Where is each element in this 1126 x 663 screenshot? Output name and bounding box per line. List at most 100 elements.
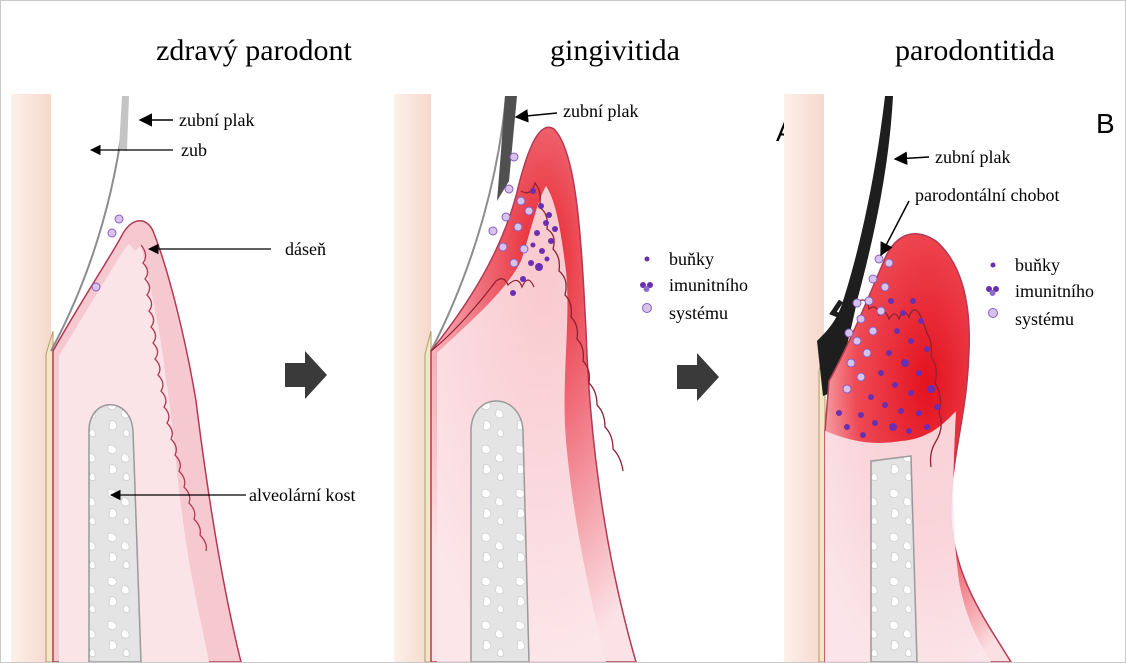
immune-cell <box>520 276 526 282</box>
immune-cell <box>901 359 909 367</box>
tooth-root <box>425 331 431 662</box>
immune-cell <box>539 248 545 254</box>
legend-line-3: systému <box>1015 309 1074 329</box>
immune-cell <box>894 328 900 334</box>
immune-cell-ring-icon <box>989 309 998 318</box>
immune-cell <box>906 428 912 434</box>
label-bone: alveolární kost <box>249 485 355 505</box>
immune-cell <box>888 298 894 304</box>
immune-cell <box>525 207 533 215</box>
right-arrow-icon <box>285 351 327 399</box>
label-plaque: zubní plak <box>935 147 1010 167</box>
immune-cell <box>535 263 543 271</box>
immune-cell <box>908 338 914 344</box>
immune-cell <box>934 404 940 410</box>
immune-cell <box>510 290 516 296</box>
immune-cell <box>882 402 888 408</box>
immune-cell <box>548 238 554 244</box>
immune-cell <box>115 215 123 223</box>
immune-cell-cluster-icon <box>986 286 999 296</box>
immune-cell <box>878 370 884 376</box>
immune-cell <box>538 203 544 209</box>
immune-cell <box>108 229 116 237</box>
label-plaque: zubní plak <box>179 110 254 130</box>
immune-cell <box>514 223 522 231</box>
immune-cell <box>869 275 877 283</box>
cheek-tissue <box>11 94 51 662</box>
panel-gingivitis: gingivitida A zubní plak buňky imunitníh… <box>394 34 795 662</box>
immune-cell <box>885 259 893 267</box>
immune-cell <box>534 230 540 236</box>
panel-periodontitis: parodontitida B zubní plak parodontální … <box>784 34 1115 662</box>
immune-cell <box>92 283 100 291</box>
immune-cell <box>844 424 850 430</box>
immune-cell <box>872 420 878 426</box>
immune-cell <box>552 226 558 232</box>
immune-cell <box>545 257 550 262</box>
immune-cell <box>924 424 930 430</box>
immune-cell <box>910 298 916 304</box>
immune-cell <box>546 212 552 218</box>
immune-cell <box>877 307 885 315</box>
immune-cell <box>489 227 497 235</box>
immune-cell <box>531 243 536 248</box>
immune-cell <box>510 259 518 267</box>
immune-cell <box>865 297 873 305</box>
immune-cell <box>908 390 914 396</box>
panel-title-periodontitis: parodontitida <box>895 34 1055 67</box>
immune-cell <box>881 283 889 291</box>
label-plaque: zubní plak <box>563 101 638 121</box>
immune-cell <box>502 213 510 221</box>
immune-cell <box>543 220 549 226</box>
immune-cell <box>916 370 922 376</box>
immune-cell <box>528 260 534 266</box>
immune-cell <box>869 327 877 335</box>
immune-cell <box>499 243 507 251</box>
immune-cell <box>892 382 898 388</box>
alveolar-bone <box>871 456 917 662</box>
legend-line-1: buňky <box>1015 255 1060 275</box>
panel-title-gingivitis: gingivitida <box>550 34 680 67</box>
immune-cell <box>845 329 853 337</box>
immune-cell <box>853 337 861 345</box>
alveolar-bone <box>89 405 141 662</box>
legend-line-1: buňky <box>669 249 714 269</box>
cheek-tissue <box>784 94 824 662</box>
right-arrow-icon <box>677 353 719 401</box>
immune-cell <box>505 185 513 193</box>
plaque-thin <box>119 96 129 151</box>
legend-line-2: imunitního <box>1015 281 1094 301</box>
immune-cell <box>924 346 930 352</box>
immune-cell <box>857 315 865 323</box>
immune-cell <box>853 299 861 307</box>
immune-cell <box>517 197 525 205</box>
alveolar-bone <box>471 401 529 662</box>
tooth-root <box>46 331 53 662</box>
immune-cell-ring-icon <box>643 304 652 313</box>
plaque-pointer <box>895 157 929 159</box>
immune-cell <box>900 310 906 316</box>
immune-cell <box>860 432 866 438</box>
immune-cell <box>875 255 883 263</box>
immune-cell <box>858 412 864 418</box>
immune-cell <box>843 385 851 393</box>
plaque-pointer <box>516 113 557 117</box>
immune-cell <box>868 394 874 400</box>
legend-line-2: imunitního <box>669 275 748 295</box>
immune-legend: buňky imunitního systému <box>640 249 748 323</box>
immune-legend: buňky imunitního systému <box>986 255 1094 329</box>
immune-cell <box>836 410 842 416</box>
immune-cell <box>863 349 871 357</box>
immune-cell <box>520 245 528 253</box>
immune-cell <box>847 359 855 367</box>
immune-cell-dot-icon <box>645 257 650 262</box>
immune-cell <box>510 153 518 161</box>
panel-healthy: zdravý parodont zubní plak zub dáseň alv… <box>11 34 355 662</box>
immune-cell <box>530 188 536 194</box>
immune-cell <box>886 350 892 356</box>
immune-cell <box>857 373 865 381</box>
immune-cell <box>918 318 924 324</box>
legend-line-3: systému <box>669 303 728 323</box>
panel-letter-b: B <box>1096 108 1115 139</box>
